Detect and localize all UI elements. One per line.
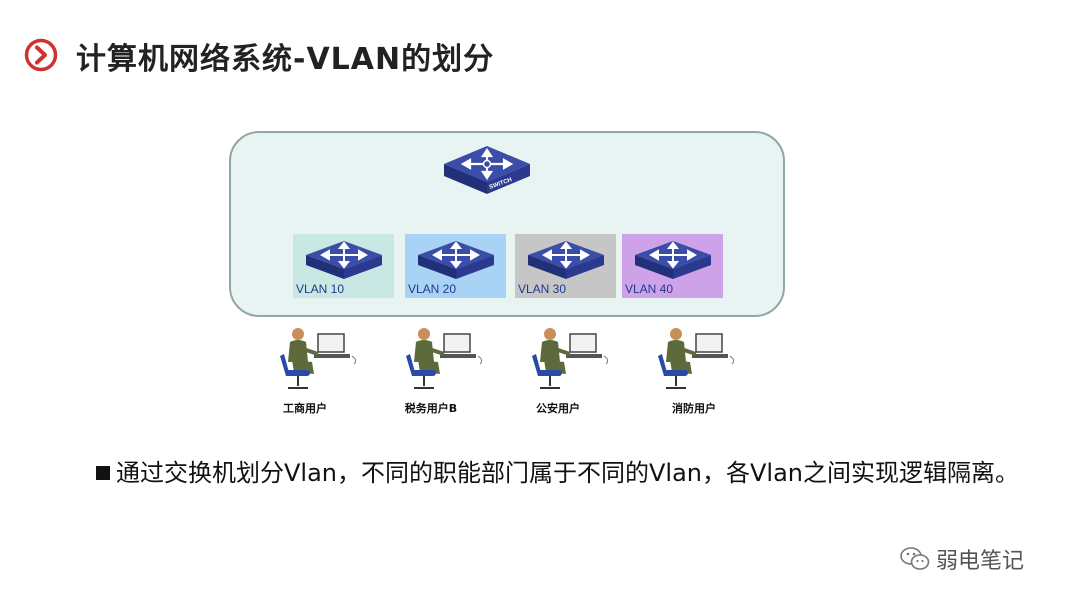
vlan-10-box: VLAN 10 (293, 234, 394, 298)
vlan-30-box: VLAN 30 (515, 234, 616, 298)
vlan-20-box: VLAN 20 (405, 234, 506, 298)
user-label: 公安用户 (536, 402, 580, 415)
vlan-label: VLAN 10 (296, 282, 345, 296)
core-switch-icon: SWITCH (444, 146, 530, 194)
switch-icon (635, 241, 711, 279)
switch-icon (528, 241, 604, 279)
body-text: 通过交换机划分Vlan，不同的职能部门属于不同的Vlan，各Vlan之间实现逻辑… (116, 459, 1020, 487)
user-workstation-icon (658, 328, 735, 389)
slide-title: 计算机网络系统-VLAN的划分 (76, 42, 495, 77)
vlan-label: VLAN 30 (518, 282, 567, 296)
user-workstation-icon (280, 328, 357, 389)
user-label: 工商用户 (283, 402, 327, 415)
user-workstation-icon (532, 328, 609, 389)
watermark: 弱电笔记 (900, 544, 1024, 574)
square-bullet-icon (96, 466, 110, 480)
wechat-icon (900, 547, 930, 570)
user-label: 税务用户B (404, 402, 458, 415)
watermark-text: 弱电笔记 (936, 549, 1025, 574)
switch-icon (418, 241, 494, 279)
vlan-label: VLAN 40 (625, 282, 674, 296)
vlan-label: VLAN 20 (408, 282, 457, 296)
vlan-40-box: VLAN 40 (622, 234, 723, 298)
chevron-circle-icon (24, 38, 58, 72)
user-label: 消防用户 (672, 402, 716, 415)
body-paragraph: 通过交换机划分Vlan，不同的职能部门属于不同的Vlan，各Vlan之间实现逻辑… (96, 454, 1036, 492)
switch-icon (306, 241, 382, 279)
user-workstation-icon (406, 328, 483, 389)
